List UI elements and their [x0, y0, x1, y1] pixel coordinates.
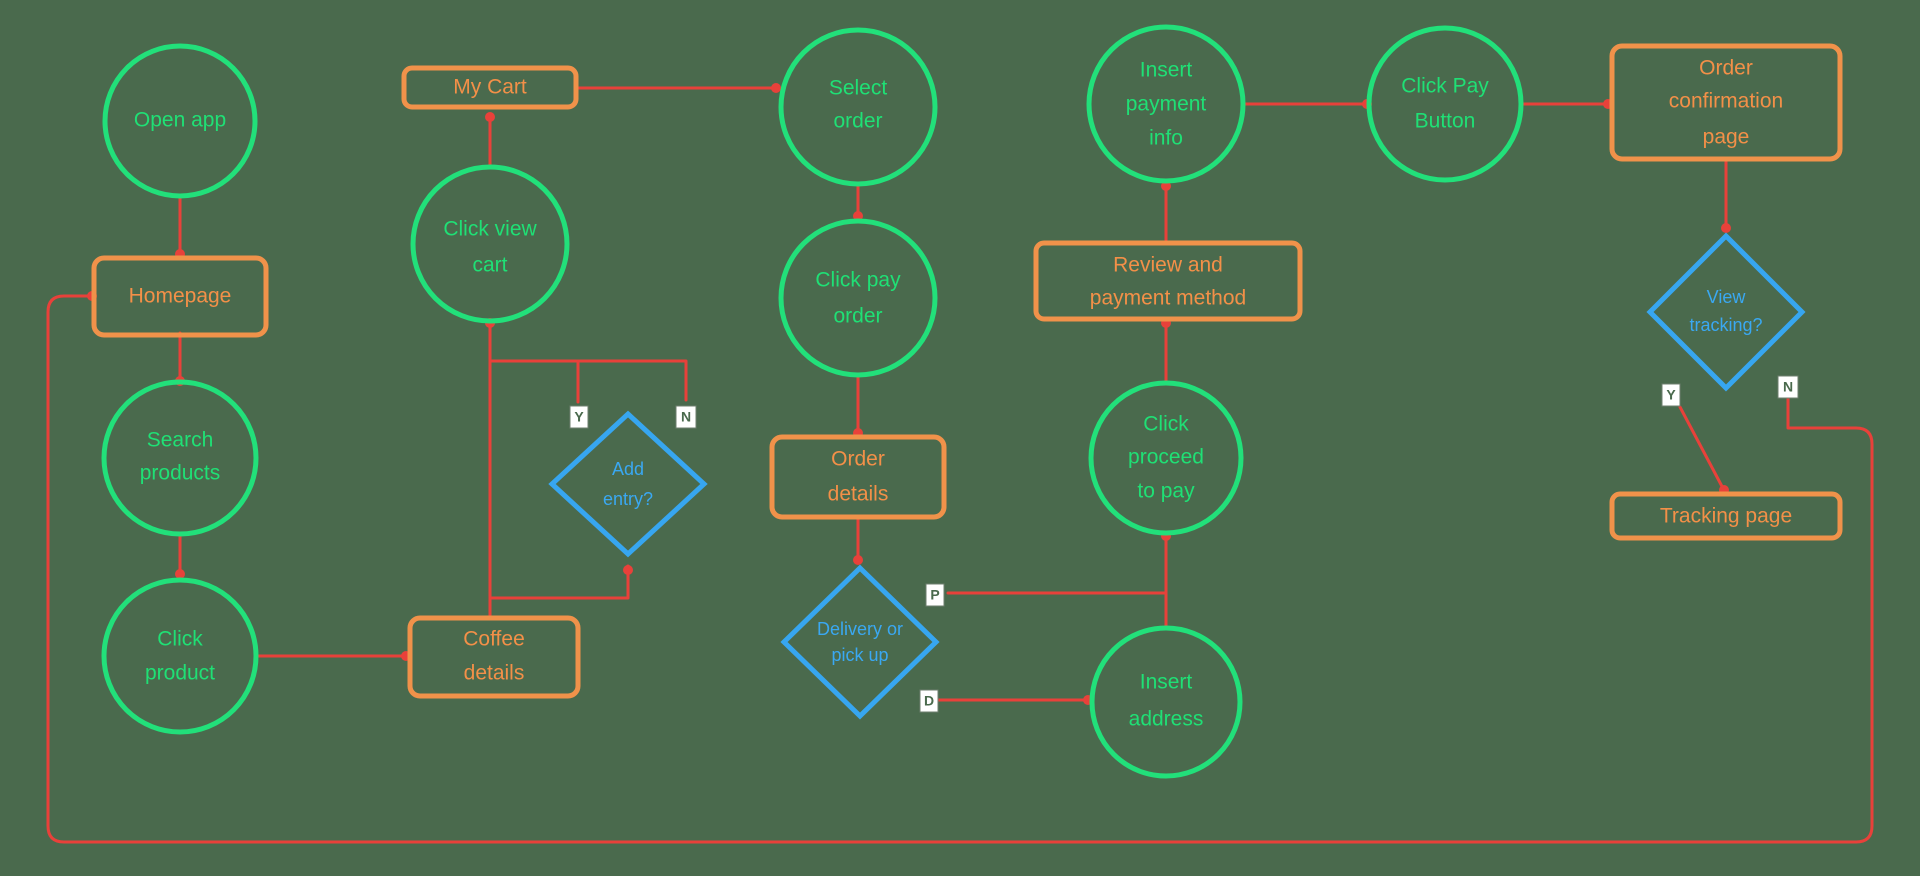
branch-tag-text: D: [924, 693, 934, 709]
node-label-line-3: info: [1149, 127, 1183, 150]
connectors: [46, 83, 1874, 844]
node-label-line-1: Insert: [1140, 59, 1193, 82]
edge-coffee-details-to-add-entry: [488, 564, 630, 600]
node-review-payment-method[interactable]: Review and payment method: [1033, 240, 1303, 322]
node-label-line-2: pick up: [831, 645, 888, 665]
node-label: Homepage: [129, 285, 232, 308]
node-label-line-2: proceed: [1128, 446, 1204, 469]
node-click-product[interactable]: Click product: [101, 577, 259, 735]
edge-dot: [853, 555, 863, 565]
branch-tag-text: N: [681, 409, 691, 425]
node-delivery-or-pickup-decision[interactable]: Delivery or pick up: [780, 564, 940, 720]
node-tracking-page[interactable]: Tracking page: [1609, 491, 1843, 541]
node-label-line-1: Coffee: [463, 628, 525, 651]
node-label-line-1: Order: [831, 448, 885, 471]
node-label-line-1: Insert: [1140, 671, 1193, 694]
node-my-cart[interactable]: My Cart: [401, 65, 579, 110]
node-label: Tracking page: [1660, 505, 1792, 528]
node-add-entry-decision[interactable]: Add entry?: [548, 410, 708, 558]
edge-dot: [1161, 181, 1171, 191]
node-label-line-3: page: [1703, 126, 1750, 149]
edge-dot: [853, 211, 863, 221]
node-label-line-2: payment method: [1090, 287, 1246, 310]
branch-tag-text: N: [1783, 379, 1793, 395]
node-insert-payment-info[interactable]: Insert payment info: [1086, 24, 1246, 184]
node-label-line-1: Review and: [1113, 254, 1223, 277]
node-select-order[interactable]: Select order: [778, 27, 938, 187]
edge-dot: [771, 83, 781, 93]
node-label-line-2: payment: [1126, 93, 1207, 116]
node-label-line-2: order: [833, 110, 882, 133]
node-click-proceed-to-pay[interactable]: Click proceed to pay: [1088, 380, 1244, 536]
edge-tracking-yes-to-tracking-page: [1678, 405, 1728, 496]
edge-tracking-no-loop-to-homepage: [46, 294, 1874, 844]
node-label-line-1: Add: [612, 459, 644, 479]
edge-dot: [175, 569, 185, 579]
node-label-line-2: details: [828, 483, 889, 506]
node-label-line-2: products: [140, 462, 221, 485]
node-label-line-1: Click pay: [815, 269, 901, 292]
node-order-details[interactable]: Order details: [769, 434, 947, 520]
node-label-line-2: confirmation: [1669, 90, 1783, 113]
node-label-line-3: to pay: [1137, 480, 1195, 503]
node-order-confirmation-page[interactable]: Order confirmation page: [1609, 43, 1843, 162]
branch-tag-delivery: D: [919, 689, 939, 713]
branch-tag-tracking-yes: Y: [1661, 383, 1681, 407]
branch-tag-text: P: [930, 587, 939, 603]
node-label-line-2: details: [464, 662, 525, 685]
node-view-tracking-decision[interactable]: View tracking?: [1646, 232, 1806, 392]
node-label-line-2: entry?: [603, 489, 653, 509]
node-click-pay-order[interactable]: Click pay order: [778, 218, 938, 378]
node-click-view-cart[interactable]: Click view cart: [410, 164, 570, 324]
node-label-line-1: Delivery or: [817, 619, 903, 639]
edge-add-entry-branch-bar: [488, 359, 688, 402]
node-label-line-1: Order: [1699, 57, 1753, 80]
node-label-line-1: Select: [829, 77, 888, 100]
node-open-app[interactable]: Open app: [102, 43, 258, 199]
node-search-products[interactable]: Search products: [101, 379, 259, 537]
branch-tag-pickup: P: [925, 583, 945, 607]
node-label-line-2: order: [833, 305, 882, 328]
node-coffee-details[interactable]: Coffee details: [407, 615, 581, 699]
node-click-pay-button[interactable]: Click Pay Button: [1366, 25, 1524, 183]
branch-tag-text: Y: [574, 409, 584, 425]
branch-tag-add-yes: Y: [569, 405, 589, 429]
edge-dot: [485, 112, 495, 122]
node-label: Open app: [134, 109, 226, 132]
node-label-line-2: product: [145, 662, 215, 685]
node-label-line-1: Search: [147, 429, 214, 452]
edge-dot: [1721, 223, 1731, 233]
node-label-line-1: Click Pay: [1401, 75, 1489, 98]
node-insert-address[interactable]: Insert address: [1089, 625, 1243, 779]
branch-tag-add-no: N: [675, 405, 697, 429]
node-label-line-2: cart: [472, 254, 507, 277]
branch-tag-text: Y: [1666, 387, 1676, 403]
branch-tag-tracking-no: N: [1777, 375, 1799, 399]
node-label-line-1: View: [1707, 287, 1747, 307]
node-label-line-1: Click: [157, 628, 203, 651]
node-label-line-1: Click: [1143, 413, 1189, 436]
node-label: My Cart: [453, 76, 527, 99]
node-homepage[interactable]: Homepage: [91, 255, 269, 338]
node-label-line-2: address: [1129, 708, 1204, 731]
node-label-line-2: tracking?: [1689, 315, 1762, 335]
edge-dot: [623, 565, 633, 575]
node-label-line-1: Click view: [443, 218, 537, 241]
node-label-line-2: Button: [1415, 110, 1476, 133]
